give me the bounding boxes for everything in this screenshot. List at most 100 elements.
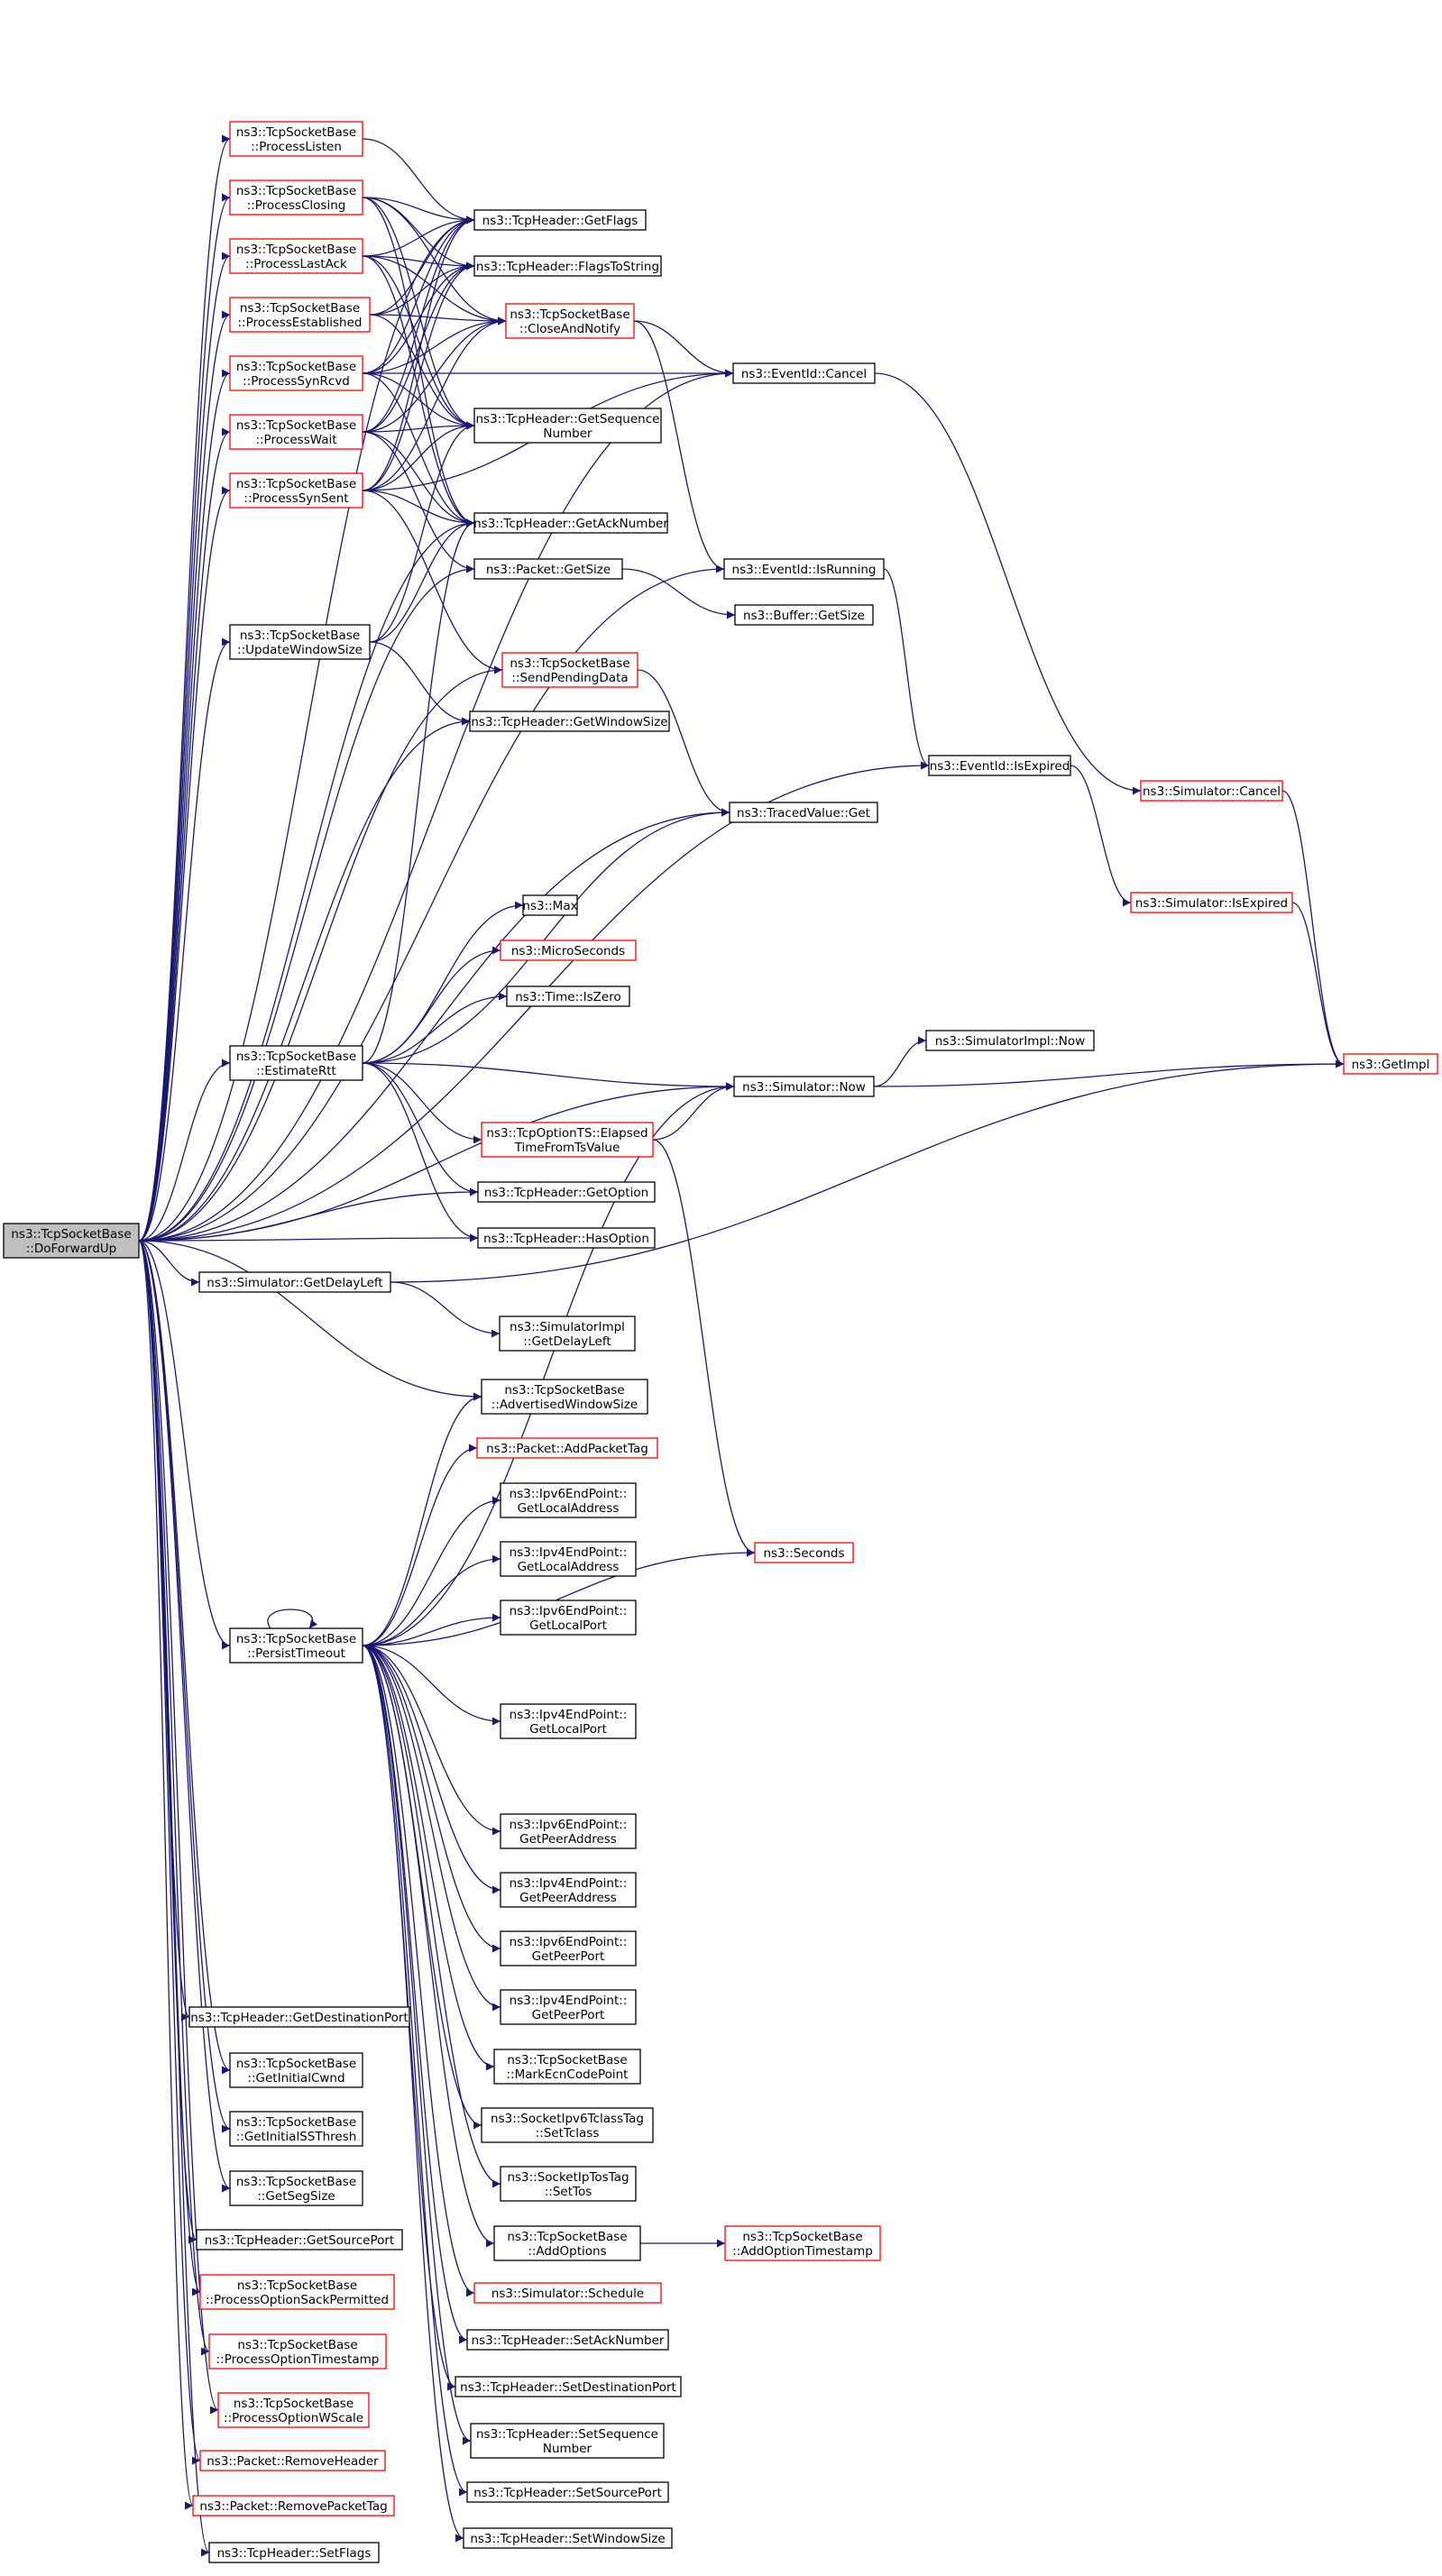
node-processlastack[interactable]: ns3::TcpSocketBase::ProcessLastAck (229, 238, 363, 274)
node-simulatorcancel[interactable]: ns3::Simulator::Cancel (1140, 780, 1283, 802)
node-eventidisexpired[interactable]: ns3::EventId::IsExpired (928, 755, 1071, 776)
node-setacknumber[interactable]: ns3::TcpHeader::SetAckNumber (466, 2329, 669, 2351)
edge-processlastack-to-getsequencenumber (362, 255, 475, 430)
node-eventidisrunning[interactable]: ns3::EventId::IsRunning (723, 558, 885, 580)
node-getimpl[interactable]: ns3::GetImpl (1343, 1053, 1438, 1075)
node-simulatornow[interactable]: ns3::Simulator::Now (733, 1076, 875, 1097)
edge-estimatertt-to-microseconds (362, 946, 501, 1064)
edge-persisttimeout-to-ipv4getlocalport (362, 1645, 501, 1726)
node-microseconds[interactable]: ns3::MicroSeconds (500, 940, 637, 961)
node-closeandnotify[interactable]: ns3::TcpSocketBase::CloseAndNotify (505, 303, 635, 339)
node-box (493, 2049, 641, 2085)
node-box (500, 2166, 637, 2202)
edge-persisttimeout-to-settclass (362, 1645, 482, 2130)
node-advertisedwindowsize[interactable]: ns3::TcpSocketBase::AdvertisedWindowSize (481, 1379, 648, 1415)
node-processwait[interactable]: ns3::TcpSocketBase::ProcessWait (229, 414, 363, 450)
node-flagstostring[interactable]: ns3::TcpHeader::FlagsToString (473, 255, 662, 277)
node-processclosing[interactable]: ns3::TcpSocketBase::ProcessClosing (229, 179, 363, 215)
node-ipv6getpeeraddress[interactable]: ns3::Ipv6EndPoint::GetPeerAddress (500, 1813, 637, 1849)
node-ipv4getlocalport[interactable]: ns3::Ipv4EndPoint::GetLocalPort (500, 1703, 637, 1739)
node-box (522, 894, 578, 916)
node-box (477, 1227, 656, 1249)
node-hasoption[interactable]: ns3::TcpHeader::HasOption (477, 1227, 656, 1249)
node-label: GetLocalAddress (518, 1560, 620, 1574)
node-getdestinationport[interactable]: ns3::TcpHeader::GetDestinationPort (188, 2006, 410, 2028)
node-eventidcancel[interactable]: ns3::EventId::Cancel (732, 362, 876, 384)
edge-doforwardup-to-getinitialssthresh (138, 1240, 231, 2133)
node-ipv4getpeerport[interactable]: ns3::Ipv4EndPoint::GetPeerPort (500, 1989, 637, 2025)
node-label: ns3::TcpSocketBase (240, 301, 360, 316)
node-label: ::ProcessLastAck (245, 257, 347, 271)
node-label: ns3::Buffer::GetSize (743, 609, 865, 623)
node-processsynrcvd[interactable]: ns3::TcpSocketBase::ProcessSynRcvd (229, 355, 363, 391)
node-processestablished[interactable]: ns3::TcpSocketBase::ProcessEstablished (229, 297, 371, 333)
node-setwindowsize[interactable]: ns3::TcpHeader::SetWindowSize (463, 2527, 673, 2549)
node-box (229, 297, 371, 333)
node-simulatorimplnow[interactable]: ns3::SimulatorImpl::Now (925, 1030, 1095, 1051)
node-estimatertt[interactable]: ns3::TcpSocketBase::EstimateRtt (229, 1045, 363, 1081)
node-getinitialssthresh[interactable]: ns3::TcpSocketBase::GetInitialSSThresh (229, 2111, 363, 2147)
node-simulatorisexpired[interactable]: ns3::Simulator::IsExpired (1130, 892, 1293, 913)
node-box (196, 2229, 403, 2251)
node-simulatorimplgetdelayleft[interactable]: ns3::SimulatorImpl::GetDelayLeft (499, 1316, 636, 1352)
node-getinitialcwnd[interactable]: ns3::TcpSocketBase::GetInitialCwnd (229, 2052, 363, 2088)
node-addpackettag[interactable]: ns3::Packet::AddPacketTag (476, 1437, 658, 1459)
node-settclass[interactable]: ns3::SocketIpv6TclassTag::SetTclass (481, 2107, 654, 2143)
node-getwindowsize[interactable]: ns3::TcpHeader::GetWindowSize (469, 710, 670, 732)
node-box (500, 1541, 637, 1577)
node-processoptionwscale[interactable]: ns3::TcpSocketBase::ProcessOptionWScale (217, 2392, 370, 2428)
node-label: ::ProcessOptionTimestamp (216, 2352, 380, 2367)
node-ipv4getlocaladdress[interactable]: ns3::Ipv4EndPoint::GetLocalAddress (500, 1541, 637, 1577)
node-tracedvalueget[interactable]: ns3::TracedValue::Get (729, 802, 878, 823)
node-box (499, 1316, 636, 1352)
node-ipv4getpeeraddress[interactable]: ns3::Ipv4EndPoint::GetPeerAddress (500, 1872, 637, 1908)
node-label: ns3::TcpSocketBase (236, 477, 356, 491)
node-processoptiontimestamp[interactable]: ns3::TcpSocketBase::ProcessOptionTimesta… (208, 2333, 387, 2370)
node-persisttimeout[interactable]: ns3::TcpSocketBase::PersistTimeout (229, 1627, 363, 1664)
node-max[interactable]: ns3::Max (522, 894, 578, 916)
node-label: ::DoForwardUp (26, 1242, 117, 1256)
node-ipv6getlocaladdress[interactable]: ns3::Ipv6EndPoint::GetLocalAddress (500, 1482, 637, 1518)
edge-persisttimeout-to-addpackettag (362, 1444, 478, 1646)
node-packetgetsize[interactable]: ns3::Packet::GetSize (473, 558, 623, 580)
node-markecncodepoint[interactable]: ns3::TcpSocketBase::MarkEcnCodePoint (493, 2049, 641, 2085)
node-doforwardup[interactable]: ns3::TcpSocketBase::DoForwardUp (3, 1223, 140, 1259)
node-settos[interactable]: ns3::SocketIpTosTag::SetTos (500, 2166, 637, 2202)
node-label: ns3::TcpHeader::SetSourcePort (473, 2486, 662, 2500)
node-schedule[interactable]: ns3::Simulator::Schedule (473, 2282, 662, 2304)
node-getflags[interactable]: ns3::TcpHeader::GetFlags (473, 209, 647, 231)
node-getacknumber[interactable]: ns3::TcpHeader::GetAckNumber (473, 512, 668, 534)
node-removeheader[interactable]: ns3::Packet::RemoveHeader (199, 2450, 386, 2471)
node-label: ns3::Packet::RemoveHeader (207, 2454, 379, 2469)
node-setdestinationport[interactable]: ns3::TcpHeader::SetDestinationPort (455, 2376, 682, 2397)
node-processoptionsackpermitted[interactable]: ns3::TcpSocketBase::ProcessOptionSackPer… (199, 2274, 395, 2310)
edge-processclosing-to-getflags (362, 197, 475, 225)
node-getdelayleft[interactable]: ns3::Simulator::GetDelayLeft (198, 1271, 391, 1293)
node-label: ns3::Ipv6EndPoint:: (510, 1487, 628, 1501)
node-ipv6getpeerport[interactable]: ns3::Ipv6EndPoint::GetPeerPort (500, 1930, 637, 1966)
node-getsourceport[interactable]: ns3::TcpHeader::GetSourcePort (196, 2229, 403, 2251)
node-setflags[interactable]: ns3::TcpHeader::SetFlags (208, 2542, 380, 2563)
node-getsegsize[interactable]: ns3::TcpSocketBase::GetSegSize (229, 2170, 363, 2206)
node-timeiszero[interactable]: ns3::Time::IsZero (506, 985, 630, 1007)
edge-getdelayleft-to-simulatorimplgetdelayleft (390, 1281, 501, 1338)
node-seconds[interactable]: ns3::Seconds (754, 1542, 854, 1563)
node-ipv6getlocalport[interactable]: ns3::Ipv6EndPoint::GetLocalPort (500, 1600, 637, 1636)
node-box (199, 2274, 395, 2310)
edge-processlastack-to-getflags (362, 215, 475, 257)
node-getoption[interactable]: ns3::TcpHeader::GetOption (477, 1181, 656, 1203)
node-addoptions[interactable]: ns3::TcpSocketBase::AddOptions (493, 2225, 641, 2261)
node-buffergetsize[interactable]: ns3::Buffer::GetSize (734, 604, 874, 626)
node-addoptiontimestamp[interactable]: ns3::TcpSocketBase::AddOptionTimestamp (724, 2225, 881, 2261)
node-sendpendingdata[interactable]: ns3::TcpSocketBase::SendPendingData (501, 652, 638, 688)
node-processsynsent[interactable]: ns3::TcpSocketBase::ProcessSynSent (229, 472, 363, 509)
node-processlisten[interactable]: ns3::TcpSocketBase::ProcessListen (229, 121, 363, 157)
node-setsourceport[interactable]: ns3::TcpHeader::SetSourcePort (466, 2481, 669, 2503)
node-label: ::EstimateRtt (256, 1064, 336, 1078)
node-removepackettag[interactable]: ns3::Packet::RemovePacketTag (192, 2495, 395, 2516)
node-box (500, 940, 637, 961)
node-updatewindowsize[interactable]: ns3::TcpSocketBase::UpdateWindowSize (229, 624, 371, 660)
